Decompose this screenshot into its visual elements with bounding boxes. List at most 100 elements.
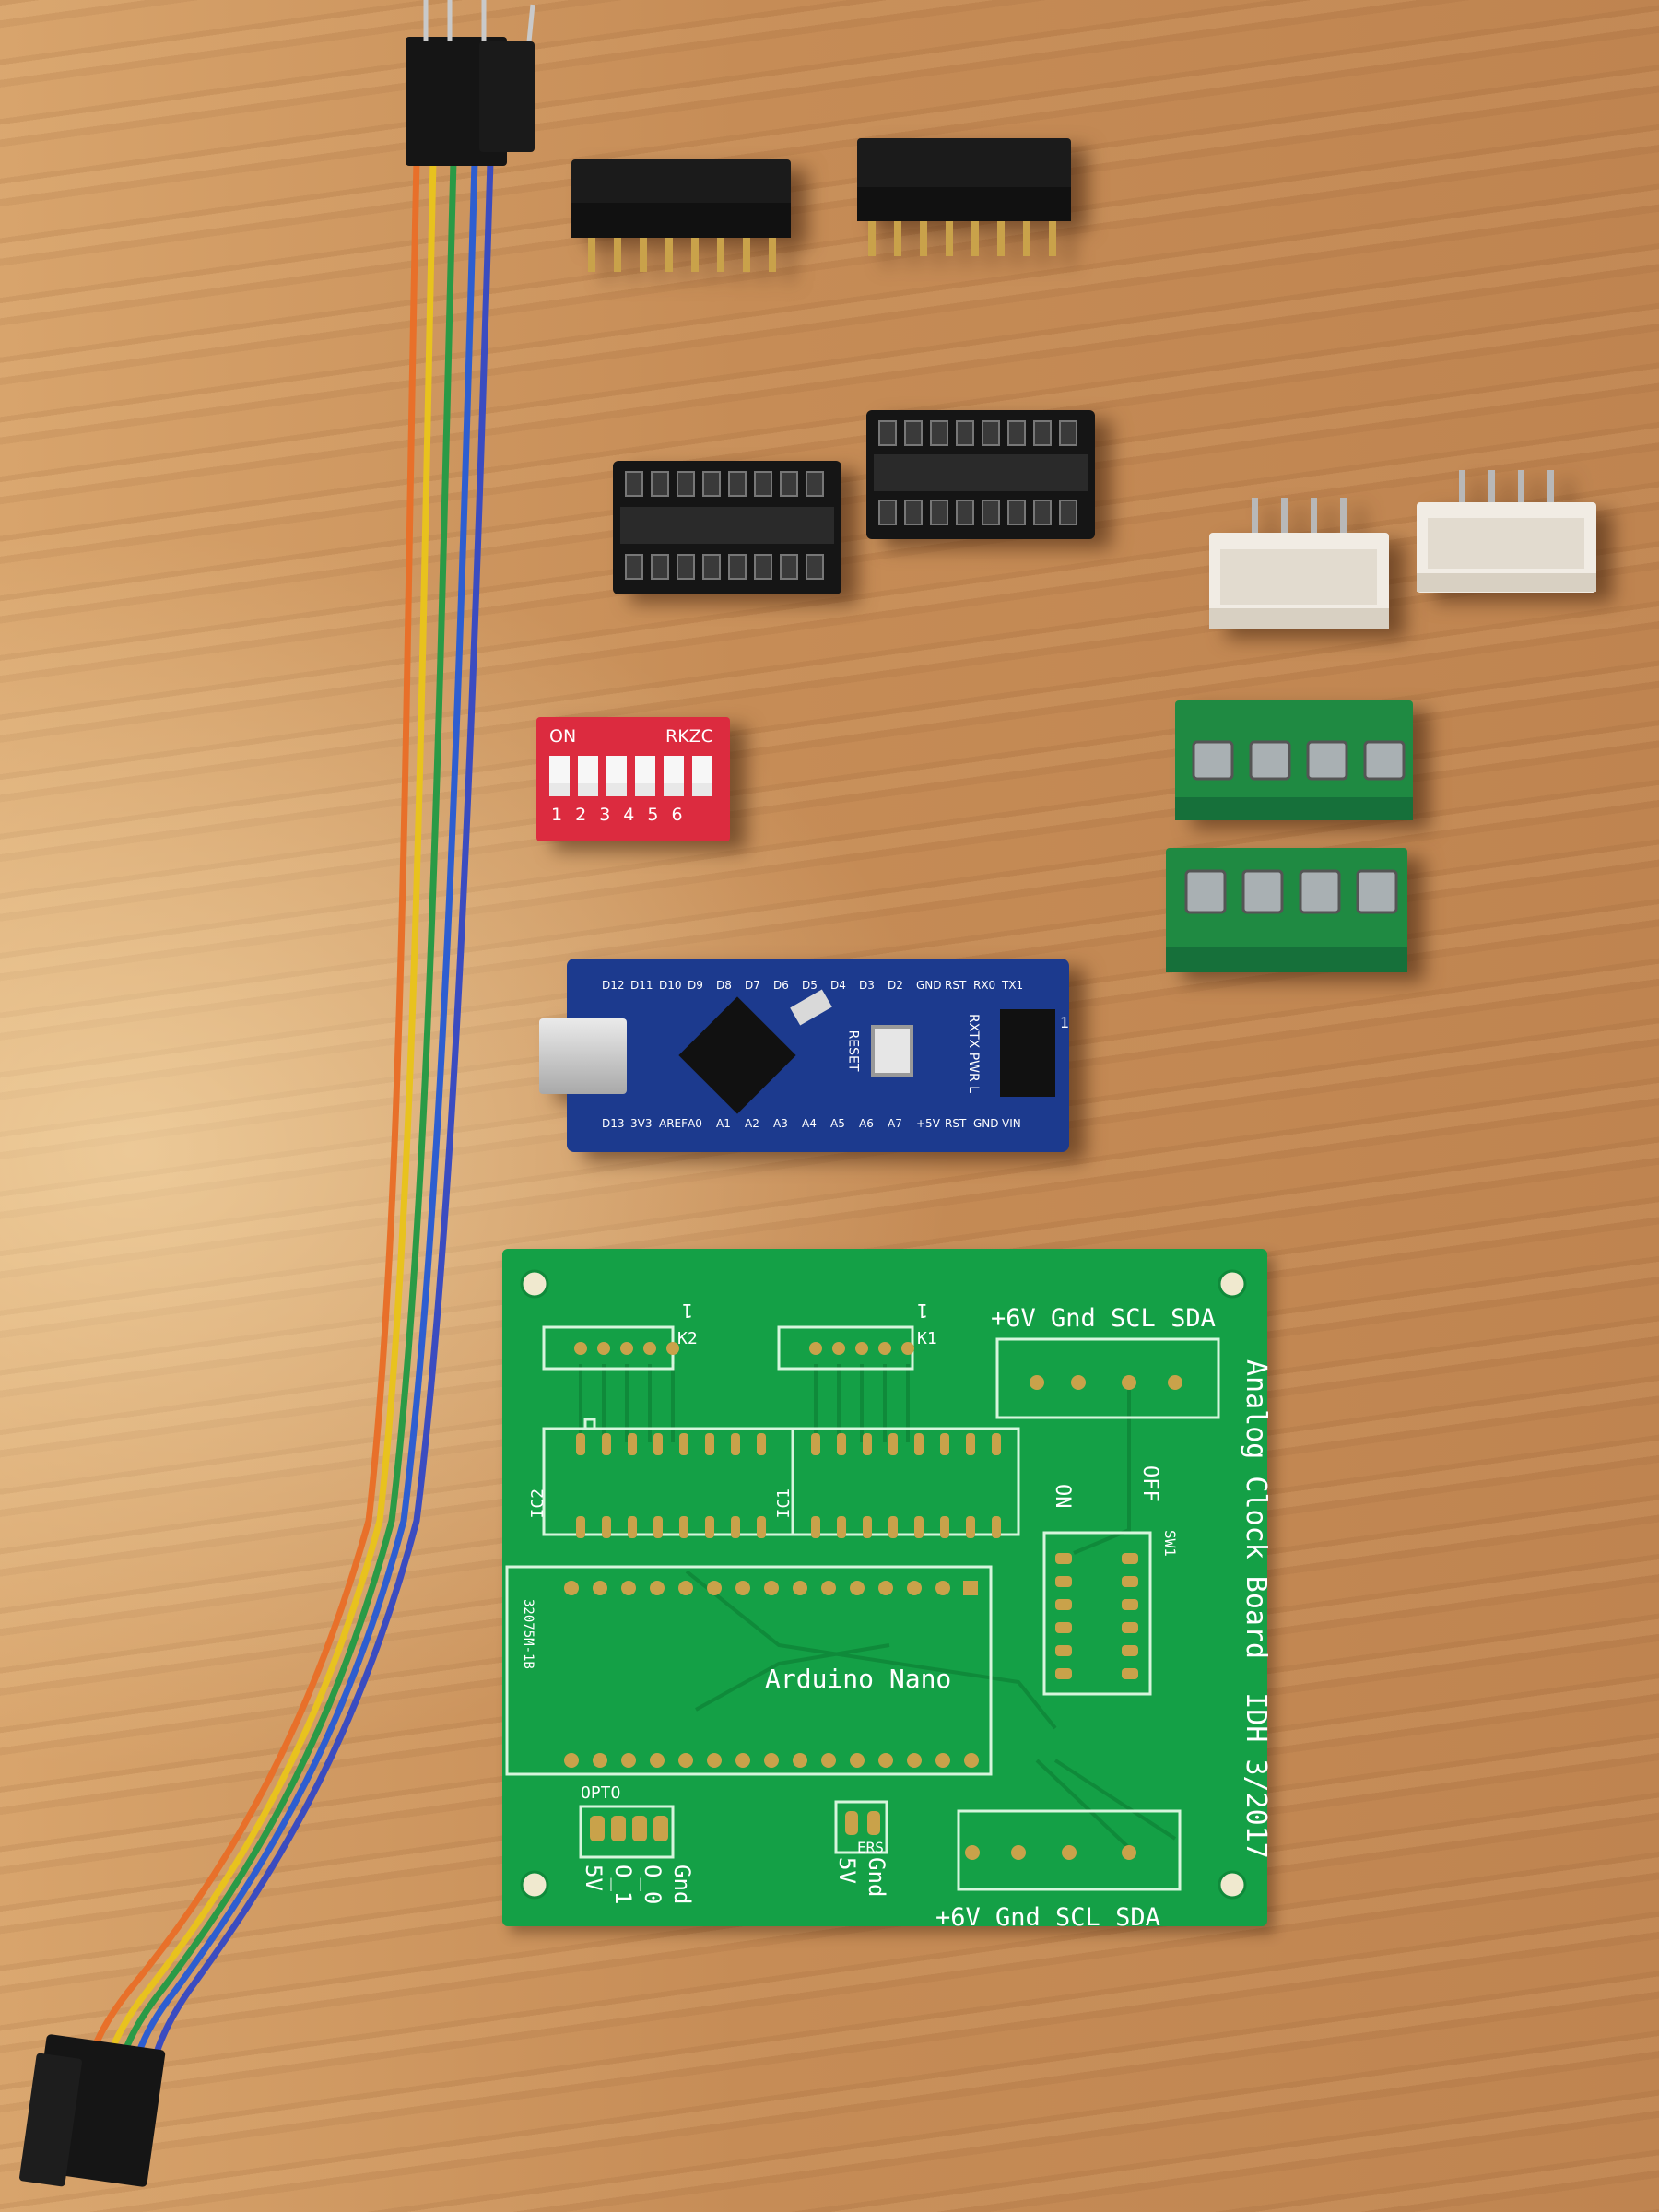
pin-label: TX1	[1002, 979, 1024, 992]
bottom-pin-labels: D13 3V3 AREF A0 A1 A2 A3 A4 A5 A6 A7 +5V…	[602, 1117, 1029, 1130]
pin-label: D2	[888, 979, 903, 992]
mounting-holes	[520, 1269, 1247, 1900]
k1-outline	[777, 1325, 914, 1371]
pin-label: RX0	[973, 979, 996, 992]
pin-label: D5	[802, 979, 818, 992]
i2c-top-outline	[995, 1337, 1220, 1419]
pin-label: D3	[859, 979, 875, 992]
pin-label: RST	[945, 1117, 967, 1130]
pwr-pin-label: Gnd	[864, 1857, 889, 1898]
pin-label: GND	[973, 1117, 999, 1130]
header-number: 1	[1060, 1014, 1070, 1031]
pcb-traces-and-pads	[505, 1269, 1247, 1900]
screw-terminal-block-bottom	[1166, 848, 1407, 972]
dip-toggle[interactable]	[664, 756, 684, 796]
opto-pin-label: 5V	[581, 1865, 606, 1891]
ic-chip-left	[571, 159, 791, 272]
pin-label: D13	[602, 1117, 625, 1130]
sw1-pads	[1055, 1553, 1138, 1679]
board-title: Analog Clock Board IDH 3/2017	[1240, 1359, 1272, 1859]
k2-label: K2	[677, 1329, 698, 1348]
pin-label: D10	[659, 979, 682, 992]
pin-label: VIN	[1002, 1117, 1021, 1130]
pin-label: D9	[688, 979, 703, 992]
pcb-pads	[574, 1342, 1182, 1860]
k1-label: K1	[917, 1329, 937, 1348]
ic1-outline	[791, 1427, 1020, 1536]
ic-socket-right	[866, 410, 1095, 539]
ic-socket-pads	[576, 1433, 1001, 1538]
top-pin-labels: D12 D11 D10 D9 D8 D7 D6 D5 D4 D3 D2 GND …	[602, 979, 1029, 992]
sw1-off-label: OFF	[1138, 1465, 1161, 1502]
pwr-pin-labels: 5V Gnd	[834, 1857, 889, 1897]
dip-number: 3	[599, 805, 611, 825]
pin-label: D4	[830, 979, 846, 992]
screw-terminal-block-top	[1175, 700, 1413, 820]
dip-number: 2	[575, 805, 587, 825]
sw1-label: SW1	[1161, 1530, 1179, 1557]
icsp-header	[1000, 1009, 1055, 1097]
pcb-board: K2 1 K1 1 +6V Gnd SCL SDA +6V Gnd SCL SD…	[502, 1249, 1272, 1932]
opto-pin-label: O_0	[640, 1865, 665, 1905]
pin-label: A0	[688, 1117, 702, 1130]
module-label: 32075M-1B	[521, 1599, 535, 1669]
pin-label: D12	[602, 979, 625, 992]
dip-toggle[interactable]	[635, 756, 655, 796]
dip-toggle[interactable]	[549, 756, 570, 796]
ic-socket-left	[613, 461, 841, 594]
dip-toggles	[549, 756, 712, 796]
dip-number: 1	[551, 805, 563, 825]
pin-label: A3	[773, 1117, 788, 1130]
ic1-label: IC1	[774, 1488, 794, 1519]
pin-label: D7	[745, 979, 760, 992]
ic-chip-right	[857, 138, 1071, 256]
pin-label: AREF	[659, 1117, 688, 1130]
led-labels: RXTX PWR L	[965, 1014, 981, 1093]
nano-footprint-outline	[505, 1565, 993, 1776]
pin-label: A5	[830, 1117, 845, 1130]
pwr-outline	[834, 1800, 888, 1854]
pwr-pin-label: 5V	[834, 1857, 860, 1884]
opto-outline	[579, 1805, 675, 1859]
opto-pin-labels: 5V O_1 O_0 Gnd	[581, 1865, 695, 1904]
dip-brand-label: RKZC	[665, 726, 713, 747]
i2c-bottom-labels: +6V Gnd SCL SDA	[935, 1903, 1160, 1932]
microcontroller-chip	[678, 996, 796, 1114]
pin-label: D11	[630, 979, 653, 992]
arduino-nano-label: Arduino Nano	[765, 1664, 952, 1694]
dip-toggle[interactable]	[606, 756, 627, 796]
nano-footprint-pads	[564, 1581, 979, 1768]
pin-label: 3V3	[630, 1117, 653, 1130]
usb-port[interactable]	[539, 1018, 627, 1094]
bottom-dupont-connectors	[19, 2034, 166, 2187]
terminal-screws	[1192, 740, 1406, 781]
i2c-bottom-outline	[957, 1809, 1182, 1891]
k2-pin1-label: 1	[682, 1300, 694, 1322]
pin-label: D6	[773, 979, 789, 992]
opto-label: OPTO	[581, 1783, 621, 1803]
dip-number: 6	[671, 805, 683, 825]
i2c-top-labels: +6V Gnd SCL SDA	[991, 1304, 1216, 1333]
ic2-label: IC2	[528, 1488, 547, 1519]
pin-label: A7	[888, 1117, 902, 1130]
arduino-nano-board: RESET RXTX PWR L 1 D12 D11 D10 D9 D8 D7 …	[539, 959, 1070, 1152]
pin-label: A2	[745, 1117, 759, 1130]
pin-label: A4	[802, 1117, 817, 1130]
pin-label: RST	[945, 979, 967, 992]
dip-number: 4	[623, 805, 635, 825]
pin-label: A1	[716, 1117, 731, 1130]
crystal	[790, 989, 832, 1026]
opto-pin-label: Gnd	[669, 1865, 695, 1905]
dip-toggle[interactable]	[692, 756, 712, 796]
pin-label: D8	[716, 979, 732, 992]
pwr-header-label: ERS	[857, 1839, 884, 1856]
pin-label: A6	[859, 1117, 874, 1130]
k1-pin1-label: 1	[917, 1300, 929, 1322]
reset-button[interactable]	[871, 1025, 913, 1077]
jst-connector-right	[1417, 470, 1596, 593]
dip-switch: ON RKZC 1 2 3 4 5 6	[536, 717, 730, 841]
dip-toggle[interactable]	[578, 756, 598, 796]
dip-number: 5	[647, 805, 659, 825]
sw1-on-label: ON	[1051, 1484, 1074, 1509]
